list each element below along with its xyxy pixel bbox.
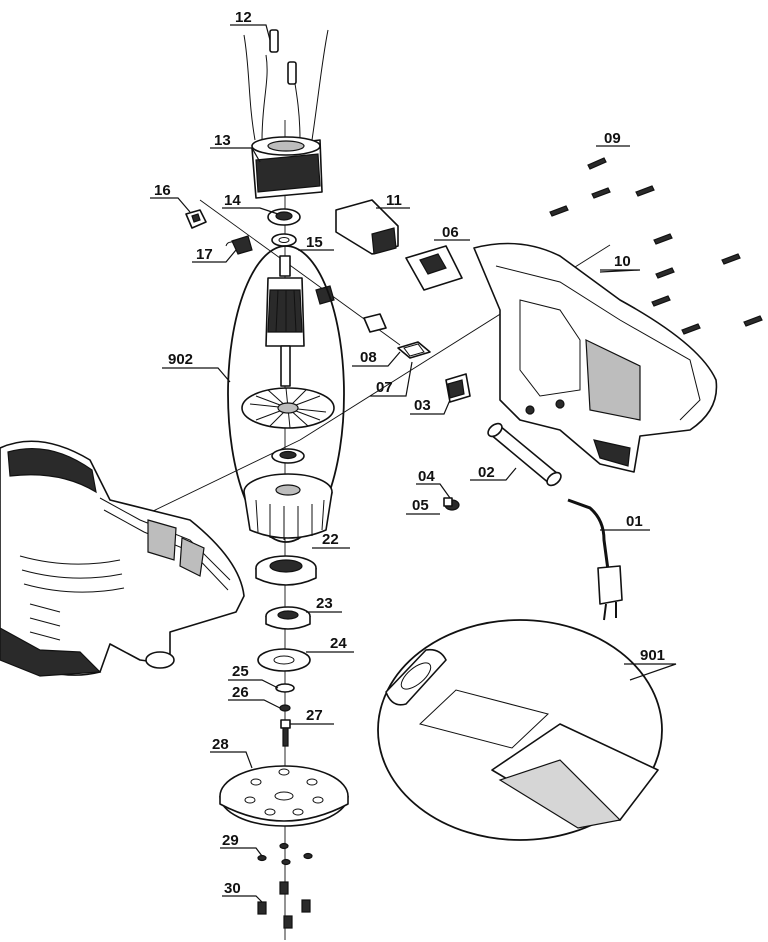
label-30: 30 <box>224 880 241 897</box>
bearing-14 <box>267 208 301 226</box>
brush-holder-16 <box>185 209 207 229</box>
label-13: 13 <box>214 132 231 149</box>
leader-lines <box>150 24 677 903</box>
bearing-23 <box>265 606 311 630</box>
field-coil-stator <box>243 29 329 199</box>
assembled-sander <box>0 440 245 677</box>
screw-27 <box>280 719 291 747</box>
label-26: 26 <box>232 684 249 701</box>
cable-clamp-04-05 <box>443 497 460 511</box>
sanding-pad-28 <box>219 765 349 827</box>
carbon-brush-17 <box>225 235 253 255</box>
label-14: 14 <box>224 192 241 209</box>
label-07: 07 <box>376 379 393 396</box>
label-25: 25 <box>232 663 249 680</box>
label-29: 29 <box>222 832 239 849</box>
switch-button-08 <box>397 341 431 359</box>
label-902: 902 <box>168 351 193 368</box>
label-16: 16 <box>154 182 171 199</box>
label-01: 01 <box>626 513 643 530</box>
switch-06 <box>405 245 463 291</box>
housing-half-10 <box>473 242 718 473</box>
label-901: 901 <box>640 647 665 664</box>
label-06: 06 <box>442 224 459 241</box>
label-15: 15 <box>306 234 323 251</box>
brush-pair-right <box>315 285 387 333</box>
power-cord-01 <box>567 498 623 621</box>
part-03 <box>445 373 471 403</box>
washer-15 <box>271 233 297 247</box>
label-02: 02 <box>478 464 495 481</box>
label-28: 28 <box>212 736 229 753</box>
label-12: 12 <box>235 9 252 26</box>
label-27: 27 <box>306 707 323 724</box>
accessory-group-901 <box>377 619 663 841</box>
washer-25 <box>275 683 295 693</box>
flange-plate-24 <box>257 648 311 672</box>
screws-29-30 <box>257 842 313 929</box>
spring-washer-26 <box>279 704 291 712</box>
label-22: 22 <box>322 531 339 548</box>
label-11: 11 <box>386 192 402 209</box>
label-24: 24 <box>330 635 347 652</box>
armature-fan-group-902 <box>227 245 345 543</box>
bearing-housing-22 <box>255 555 317 586</box>
switch-cover-11 <box>335 199 399 255</box>
label-10: 10 <box>614 253 631 270</box>
label-04: 04 <box>418 468 435 485</box>
housing-screws-09 <box>549 157 763 335</box>
label-05: 05 <box>412 497 429 514</box>
part-number-labels: 12 13 14 15 16 17 11 06 09 10 902 08 07 … <box>154 9 665 897</box>
label-17: 17 <box>196 246 213 263</box>
dust-tube-02 <box>487 422 562 487</box>
label-03: 03 <box>414 397 431 414</box>
label-09: 09 <box>604 130 621 147</box>
label-08: 08 <box>360 349 377 366</box>
label-23: 23 <box>316 595 333 612</box>
